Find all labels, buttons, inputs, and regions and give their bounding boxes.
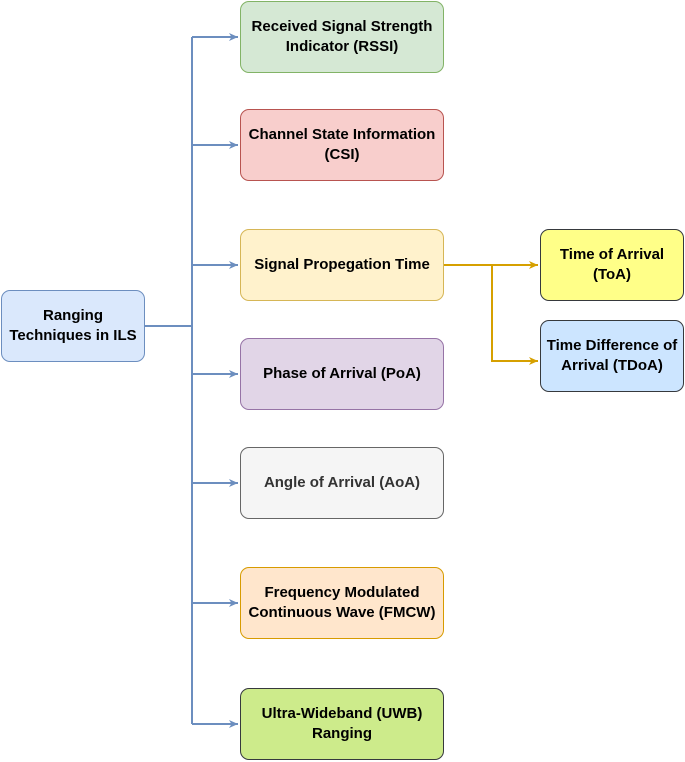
node-label: Time Difference of Arrival (TDoA)	[546, 337, 678, 374]
node-rssi: Received Signal Strength Indicator (RSSI…	[240, 1, 444, 73]
node-signal-propagation-time: Signal Propegation Time	[240, 229, 444, 301]
node-label: Ranging Techniques in ILS	[9, 307, 137, 344]
node-label: Channel State Information (CSI)	[248, 126, 436, 163]
node-tdoa: Time Difference of Arrival (TDoA)	[540, 320, 684, 392]
node-aoa: Angle of Arrival (AoA)	[240, 447, 444, 519]
edge-spt-branch	[491, 265, 538, 365]
node-fmcw: Frequency Modulated Continuous Wave (FMC…	[240, 567, 444, 639]
node-label: Signal Propegation Time	[254, 256, 430, 273]
node-poa: Phase of Arrival (PoA)	[240, 338, 444, 410]
node-label: Phase of Arrival (PoA)	[263, 365, 421, 382]
node-toa: Time of Arrival (ToA)	[540, 229, 684, 301]
node-label: Time of Arrival (ToA)	[559, 246, 665, 283]
node-label: Received Signal Strength Indicator (RSSI…	[251, 18, 433, 55]
node-ranging-techniques: Ranging Techniques in ILS	[1, 290, 145, 362]
node-label: Frequency Modulated Continuous Wave (FMC…	[248, 584, 436, 621]
node-csi: Channel State Information (CSI)	[240, 109, 444, 181]
node-label: Ultra-Wideband (UWB) Ranging	[261, 705, 423, 742]
node-label: Angle of Arrival (AoA)	[263, 474, 421, 491]
node-uwb: Ultra-Wideband (UWB) Ranging	[240, 688, 444, 760]
